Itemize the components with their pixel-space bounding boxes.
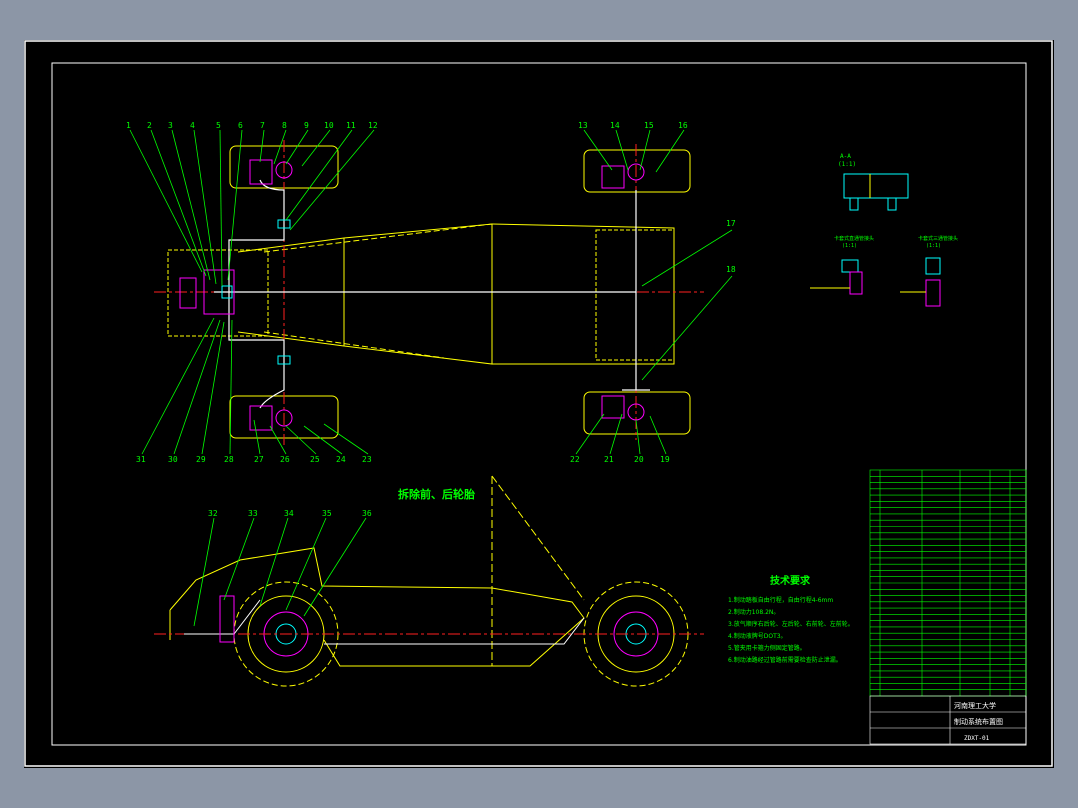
detail-c-scale: (1:1) [926, 243, 941, 249]
callout-33: 33 [248, 509, 258, 518]
brake-lines [214, 179, 650, 409]
callout-12: 12 [368, 121, 378, 130]
detail-a-drawing [843, 173, 909, 211]
callout-31: 31 [136, 455, 146, 464]
callout-labels: 1 2 3 4 5 6 7 8 9 10 11 12 13 14 15 16 1… [126, 121, 736, 518]
callout-11: 11 [346, 121, 356, 130]
callout-9: 9 [304, 121, 309, 130]
side-view [154, 475, 704, 687]
side-view-title: 拆除前、后轮胎 [398, 487, 475, 501]
detail-a-scale: (1:1) [838, 161, 856, 168]
callout-19: 19 [660, 455, 670, 464]
callout-30: 30 [168, 455, 178, 464]
tech-title: 技术要求 [770, 574, 811, 587]
callout-3: 3 [168, 121, 173, 130]
detail-views: A-A (1:1) 卡套式直通管接头 (1:1) 卡套式三通管接头 (1:1) [810, 153, 958, 307]
outer-frame [24, 40, 1053, 767]
detail-b-drawing [810, 259, 863, 295]
callout-7: 7 [260, 121, 265, 130]
parts-list [869, 469, 1027, 697]
callout-5: 5 [216, 121, 221, 130]
callout-24: 24 [336, 455, 346, 464]
callout-1: 1 [126, 121, 131, 130]
callout-18: 18 [726, 265, 736, 274]
drawing-canvas: 1 2 3 4 5 6 7 8 9 10 11 12 13 14 15 16 1… [24, 40, 1053, 767]
callout-8: 8 [282, 121, 287, 130]
callout-26: 26 [280, 455, 290, 464]
callout-4: 4 [190, 121, 195, 130]
callout-36: 36 [362, 509, 372, 518]
callout-35: 35 [322, 509, 332, 518]
school-name: 河南理工大学 [954, 701, 996, 710]
callout-2: 2 [147, 121, 152, 130]
tech-requirements: 技术要求 1.制动踏板自由行程，自由行程4-6mm 2.制动力108.2N。 3… [728, 574, 854, 664]
callout-16: 16 [678, 121, 688, 130]
callout-34: 34 [284, 509, 294, 518]
callout-13: 13 [578, 121, 588, 130]
detail-c-drawing [900, 257, 941, 307]
cyan-parts [221, 219, 291, 365]
callout-23: 23 [362, 455, 372, 464]
callout-32: 32 [208, 509, 218, 518]
tech-line-1: 1.制动踏板自由行程，自由行程4-6mm [728, 596, 833, 604]
callout-15: 15 [644, 121, 654, 130]
callout-25: 25 [310, 455, 320, 464]
tech-line-6: 6.制动油路经过管路前需要检查防止泄漏。 [728, 656, 842, 664]
drawing-name: 制动系统布置图 [954, 717, 1003, 726]
tech-line-5: 5.管夹用卡箍力侧固定管路。 [728, 644, 806, 652]
callout-22: 22 [570, 455, 580, 464]
callout-14: 14 [610, 121, 620, 130]
title-block [869, 695, 1027, 745]
part-details [179, 159, 645, 431]
tech-line-4: 4.制动液牌号DOT3。 [728, 632, 787, 640]
drawing-number: ZDXT-01 [964, 735, 990, 742]
callout-28: 28 [224, 455, 234, 464]
tech-line-3: 3.放气顺序右后轮、左后轮、右前轮、左前轮。 [728, 620, 854, 628]
callout-20: 20 [634, 455, 644, 464]
detail-b-title: 卡套式直通管接头 [834, 235, 874, 242]
callout-10: 10 [324, 121, 334, 130]
callout-29: 29 [196, 455, 206, 464]
detail-c-title: 卡套式三通管接头 [918, 235, 958, 242]
cad-viewport[interactable]: 1 2 3 4 5 6 7 8 9 10 11 12 13 14 15 16 1… [24, 40, 1054, 768]
inner-frame [51, 62, 1027, 746]
leaders-top [129, 129, 733, 381]
callout-21: 21 [604, 455, 614, 464]
callout-27: 27 [254, 455, 264, 464]
callout-6: 6 [238, 121, 243, 130]
leaders-bottom [141, 317, 667, 455]
top-view [167, 145, 691, 439]
callout-17: 17 [726, 219, 736, 228]
detail-a-title: A-A [840, 153, 851, 160]
tech-line-2: 2.制动力108.2N。 [728, 608, 779, 616]
leaders-side [193, 517, 367, 627]
detail-b-scale: (1:1) [842, 243, 857, 249]
